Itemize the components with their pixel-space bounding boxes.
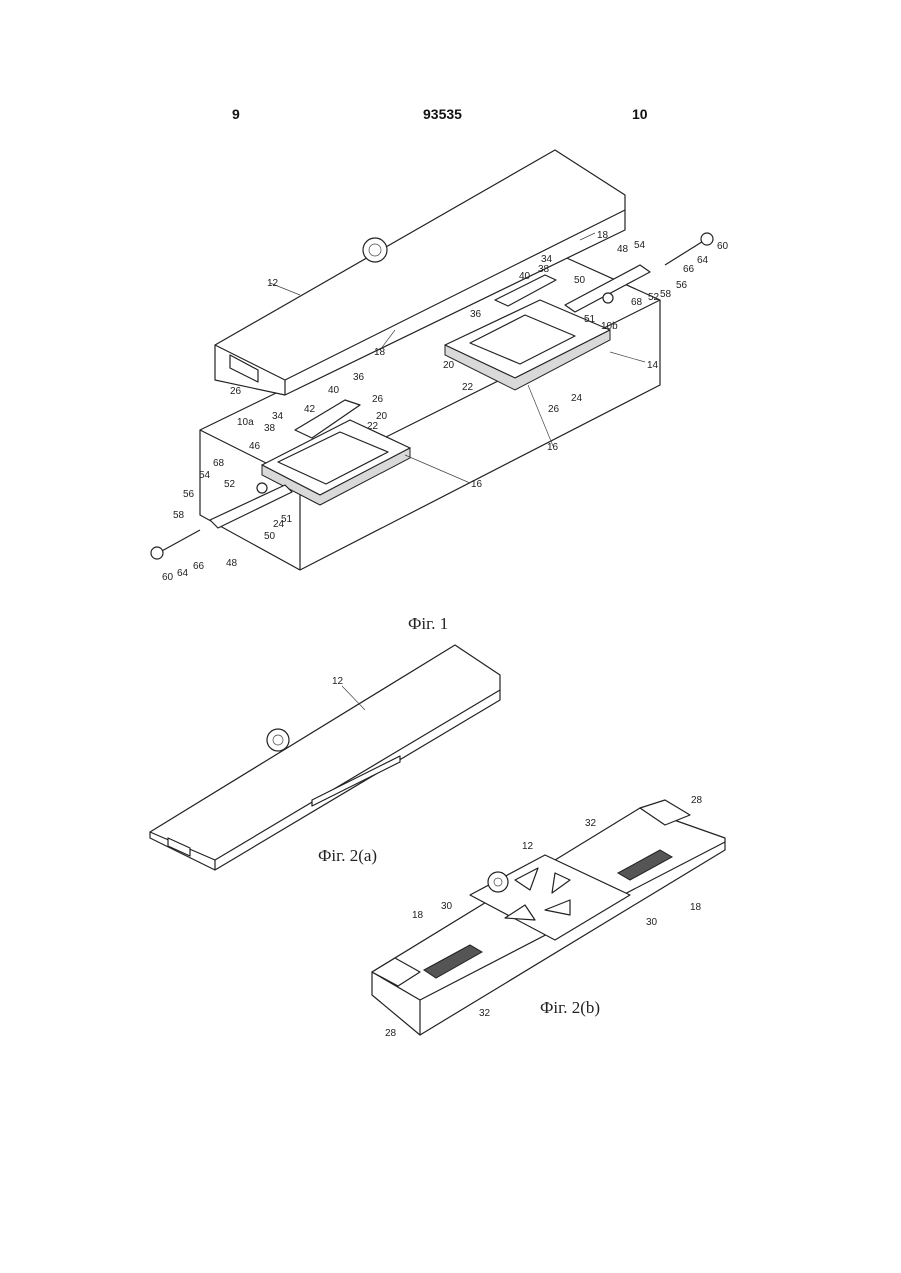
label-48: 48: [617, 244, 629, 255]
label-40: 40: [519, 271, 531, 282]
label-16b: 16: [471, 479, 483, 490]
label-30-left: 30: [441, 901, 453, 912]
figure-2b-caption: Фіг. 2(b): [540, 998, 600, 1018]
label-12-2a: 12: [332, 676, 344, 687]
label-14: 14: [647, 360, 659, 371]
label-26: 26: [548, 404, 560, 415]
label-64b: 64: [177, 568, 189, 579]
label-12-2b: 12: [522, 841, 534, 852]
label-28-top: 28: [691, 795, 703, 806]
label-22: 22: [462, 382, 474, 393]
label-46: 46: [249, 441, 261, 452]
figure-2a-caption: Фіг. 2(a): [318, 846, 377, 866]
label-28-bottom: 28: [385, 1028, 397, 1039]
label-18-left: 18: [412, 910, 424, 921]
label-51b: 51: [281, 514, 293, 525]
label-12: 12: [267, 278, 279, 289]
label-36b: 36: [353, 372, 365, 383]
label-34b: 34: [272, 411, 284, 422]
label-36: 36: [470, 309, 482, 320]
label-56: 56: [676, 280, 688, 291]
label-54: 54: [634, 240, 646, 251]
label-66b: 66: [193, 561, 205, 572]
label-48b: 48: [226, 558, 238, 569]
label-10b: 10b: [601, 321, 618, 332]
figure-2a-drawing: 12: [150, 645, 500, 870]
label-18b: 18: [374, 347, 386, 358]
label-64: 64: [697, 255, 709, 266]
label-32-bottom: 32: [479, 1008, 491, 1019]
label-58b: 58: [173, 510, 185, 521]
label-68: 68: [631, 297, 643, 308]
label-18: 18: [597, 230, 609, 241]
label-10a: 10a: [237, 417, 254, 428]
rail-2a: [150, 645, 500, 870]
label-68b: 68: [213, 458, 225, 469]
label-52: 52: [648, 292, 660, 303]
label-52b: 52: [224, 479, 236, 490]
label-60b: 60: [162, 572, 174, 583]
label-24: 24: [571, 393, 583, 404]
label-22b: 22: [367, 421, 379, 432]
figure-1-drawing: 12 18 60 48 54 66 64 34 38 40 56 36 58 5…: [151, 150, 729, 583]
label-26b: 26: [230, 386, 242, 397]
label-32-top: 32: [585, 818, 597, 829]
label-66: 66: [683, 264, 695, 275]
label-60: 60: [717, 241, 729, 252]
label-42: 42: [304, 404, 316, 415]
label-18-right: 18: [690, 902, 702, 913]
label-51: 51: [584, 314, 596, 325]
figure-1-caption: Фіг. 1: [408, 614, 448, 634]
label-38: 38: [538, 264, 550, 275]
label-56b: 56: [183, 489, 195, 500]
label-54b: 54: [199, 470, 211, 481]
label-50b: 50: [264, 531, 276, 542]
label-38b: 38: [264, 423, 276, 434]
label-30-right: 30: [646, 917, 658, 928]
label-26c: 26: [372, 394, 384, 405]
label-40b: 40: [328, 385, 340, 396]
label-50: 50: [574, 275, 586, 286]
label-16: 16: [547, 442, 559, 453]
label-58: 58: [660, 289, 672, 300]
label-20: 20: [443, 360, 455, 371]
